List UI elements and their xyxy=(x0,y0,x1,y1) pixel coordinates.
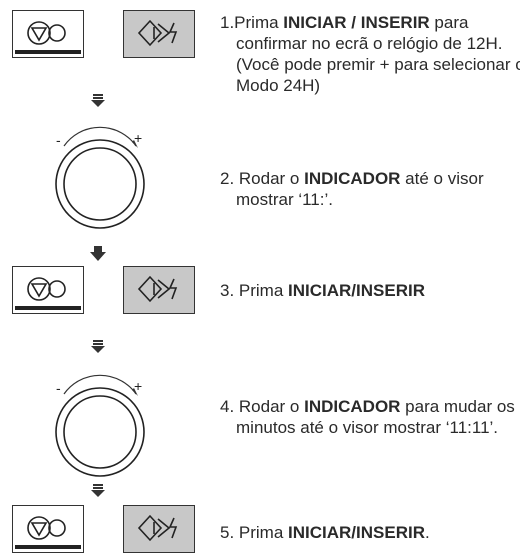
step-2-text: 2. Rodar o INDICADOR até o visor mostrar… xyxy=(220,169,484,209)
dial-plus-label: + xyxy=(134,130,143,146)
dial-plus-label: + xyxy=(134,378,143,394)
dial-knob-icon xyxy=(55,126,145,229)
button-underline xyxy=(15,545,81,549)
down-arrow-icon xyxy=(91,340,105,353)
dial-knob[interactable]: - + xyxy=(50,114,150,232)
step-1-text: 1.Prima INICIAR / INSERIR para confirmar… xyxy=(220,13,520,95)
step-4-text: 4. Rodar o INDICADOR para mudar os minut… xyxy=(220,397,515,437)
stop-button[interactable] xyxy=(12,505,84,553)
start-button[interactable] xyxy=(123,505,195,553)
stop-button[interactable] xyxy=(12,10,84,58)
dial-knob-icon xyxy=(55,374,145,477)
button-underline xyxy=(15,306,81,310)
step-5-text: 5. Prima INICIAR/INSERIR. xyxy=(220,523,430,542)
dial-minus-label: - xyxy=(56,380,61,396)
button-underline xyxy=(15,50,81,54)
stop-button[interactable] xyxy=(12,266,84,314)
dial-minus-label: - xyxy=(56,132,61,148)
start-enter-icon xyxy=(137,19,178,47)
step-3-text: 3. Prima INICIAR/INSERIR xyxy=(220,281,425,300)
stop-cancel-icon xyxy=(27,516,66,540)
down-arrow-icon xyxy=(91,484,105,497)
dial-knob[interactable]: - + xyxy=(50,362,150,480)
down-arrow-icon xyxy=(91,94,105,107)
stop-cancel-icon xyxy=(27,21,66,45)
start-enter-icon xyxy=(137,514,178,542)
start-button[interactable] xyxy=(123,10,195,58)
stop-cancel-icon xyxy=(27,277,66,301)
down-arrow-icon xyxy=(90,246,106,261)
start-enter-icon xyxy=(137,275,178,303)
start-button[interactable] xyxy=(123,266,195,314)
